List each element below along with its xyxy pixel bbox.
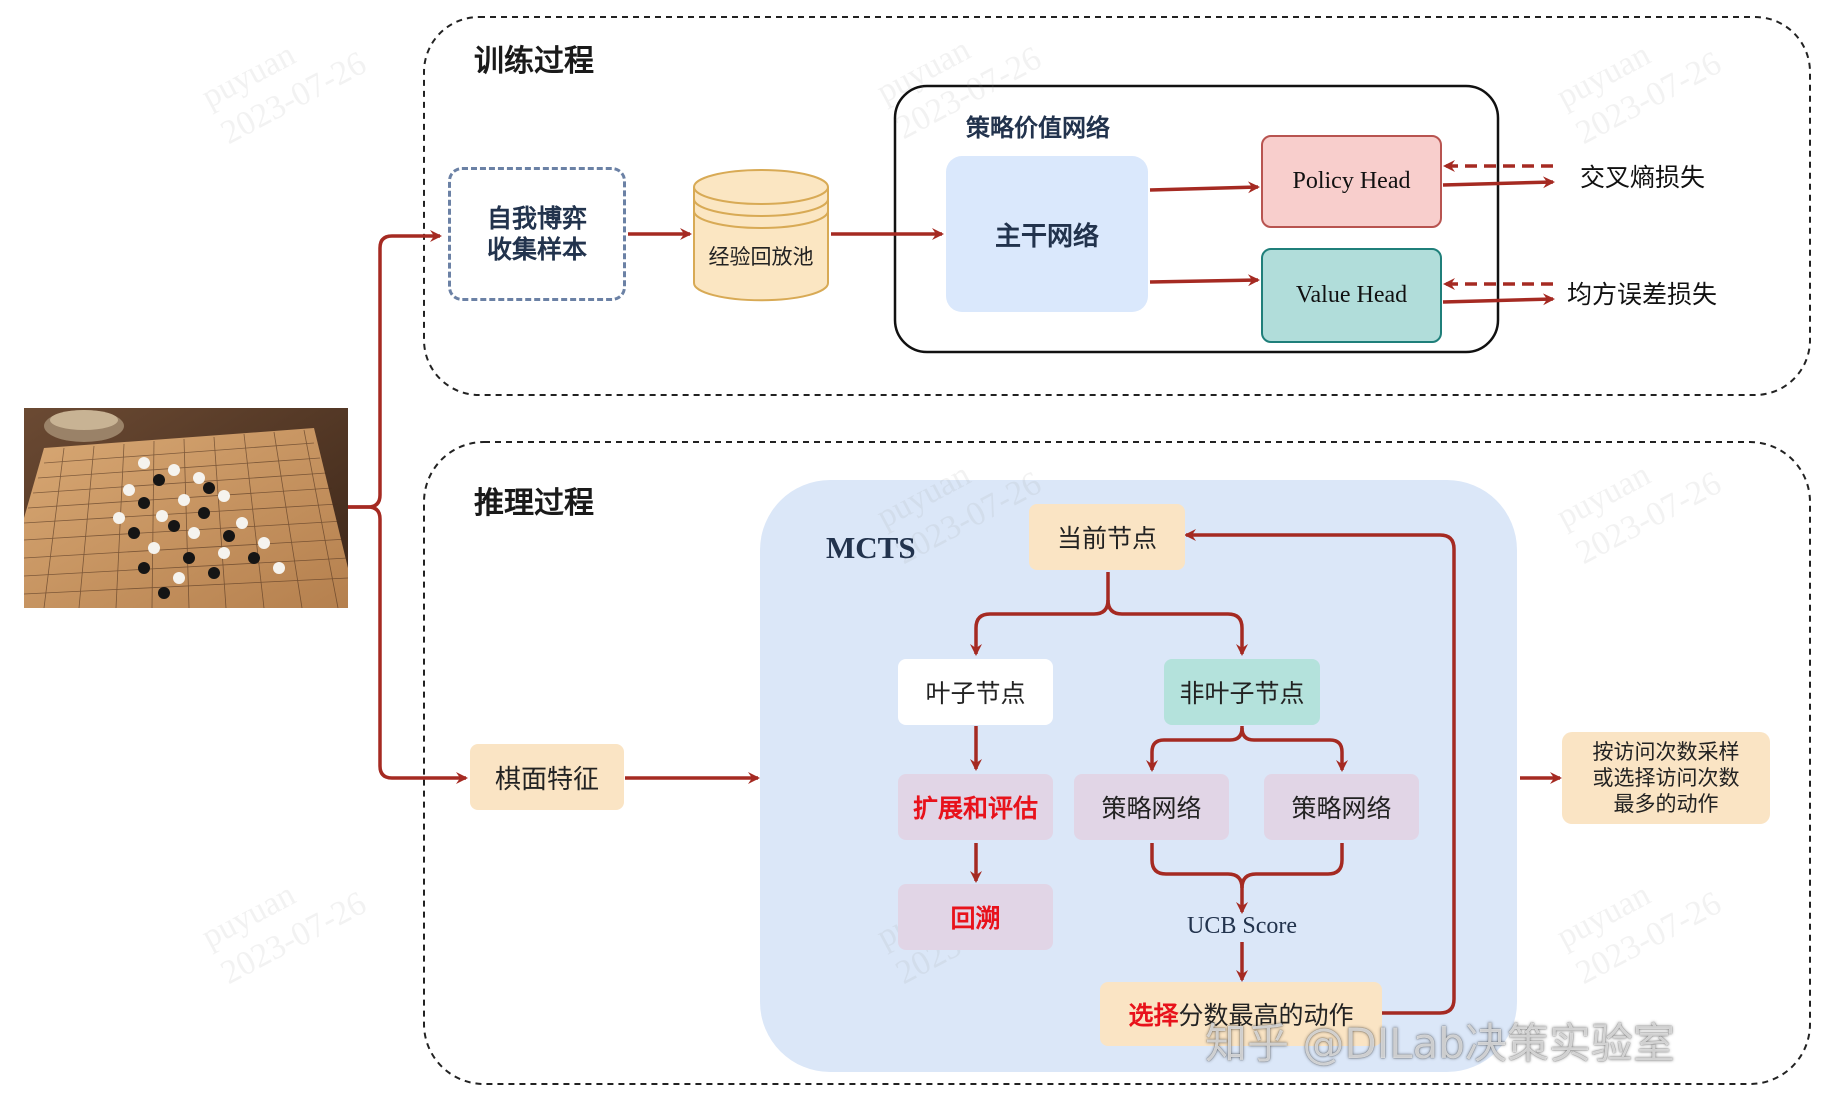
policy-head-box: Policy Head — [1261, 135, 1442, 228]
selfplay-label-line1: 自我博弈 — [486, 203, 587, 233]
arrow-backbone-to-policy — [1149, 181, 1260, 194]
arrow-value-out — [1442, 293, 1555, 306]
value-head-box: Value Head — [1261, 248, 1442, 343]
training-title: 训练过程 — [474, 44, 594, 79]
backbone-box: 主干网络 — [946, 156, 1148, 312]
selfplay-label-line2: 收集样本 — [486, 235, 587, 264]
training-section-frame — [423, 16, 1811, 396]
mcts-label: MCTS — [826, 530, 916, 565]
select-rest: 分数最高的动作 — [1178, 1001, 1354, 1030]
inference-section-frame — [423, 441, 1811, 1085]
policy-net-box-1: 策略网络 — [1074, 774, 1229, 840]
expand-evaluate-box: 扩展和评估 — [898, 774, 1053, 840]
output-action-box: 按访问次数采样 或选择访问次数 最多的动作 — [1562, 732, 1770, 824]
leaf-node-box: 叶子节点 — [898, 659, 1053, 725]
arrow-nonleaf-to-policy2 — [1240, 727, 1348, 772]
selfplay-box: 自我博弈 收集样本 — [448, 167, 626, 301]
select-action-box: 选择分数最高的动作 — [1100, 982, 1382, 1046]
output-line2: 或选择访问次数 — [1592, 765, 1740, 790]
output-line3: 最多的动作 — [1613, 792, 1719, 817]
arrow-select-loop-back — [1184, 529, 1456, 1015]
arrow-backbone-to-value — [1149, 274, 1260, 287]
arrow-policy2-to-ucb — [1240, 843, 1344, 889]
buffer-label: 经验回放池 — [708, 245, 814, 269]
arrow-current-to-nonleaf — [1106, 599, 1248, 656]
output-line1: 按访问次数采样 — [1592, 739, 1740, 764]
cross-entropy-loss-label: 交叉熵损失 — [1580, 163, 1706, 192]
network-title: 策略价值网络 — [966, 114, 1110, 142]
policy-net-box-2: 策略网络 — [1264, 774, 1419, 840]
board-feature-box: 棋面特征 — [470, 744, 624, 810]
zhihu-watermark: 知乎 @DILab决策实验室 — [1205, 1019, 1675, 1068]
go-board-image — [24, 408, 348, 608]
nonleaf-node-box: 非叶子节点 — [1164, 659, 1320, 725]
current-node-box: 当前节点 — [1029, 504, 1185, 570]
arrow-policy-out — [1442, 176, 1555, 189]
backprop-box: 回溯 — [898, 884, 1053, 950]
database-cylinder-icon — [693, 169, 829, 302]
mse-loss-label: 均方误差损失 — [1567, 280, 1718, 309]
select-highlight: 选择 — [1128, 1001, 1179, 1030]
arrow-image-to-selfplay — [348, 230, 442, 509]
arrow-image-to-board-feature — [348, 505, 468, 784]
ucb-score-label: UCB Score — [1187, 912, 1297, 939]
inference-title: 推理过程 — [474, 486, 594, 521]
network-frame — [893, 84, 1500, 354]
